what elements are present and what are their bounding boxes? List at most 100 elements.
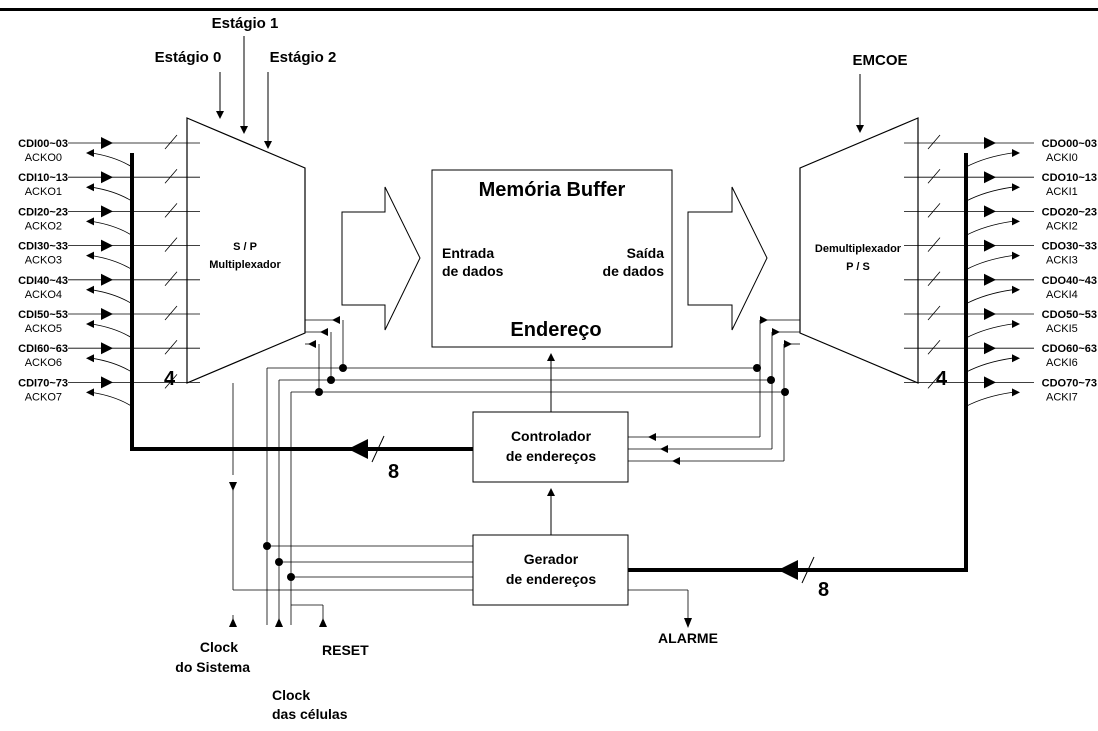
acko-arrow (86, 320, 94, 328)
acki-label: ACKI1 (1046, 186, 1078, 198)
buffer-in-2: de dados (442, 263, 504, 279)
cell-clock-label-2: das células (272, 706, 348, 722)
right-bus-slash (801, 556, 815, 584)
cdo-label: CDO20~23 (1042, 206, 1097, 218)
generator-label-2: de endereços (506, 571, 596, 587)
cdi-arrow (101, 137, 113, 149)
cdo-arrow (984, 273, 996, 286)
acko-arrow (86, 285, 94, 294)
acki-label: ACKI5 (1046, 323, 1078, 335)
acko-arrow (86, 149, 94, 157)
cdo-label: CDO50~53 (1042, 309, 1097, 321)
demultiplexer-block (799, 117, 919, 384)
acko-label: ACKO2 (25, 220, 62, 232)
acko-label: ACKO6 (25, 357, 62, 369)
acko-line (91, 323, 133, 339)
cdi-arrow (101, 205, 113, 218)
acko-label: ACKO3 (25, 255, 62, 267)
acki-arrow (1012, 251, 1020, 260)
system-clock-label-2: do Sistema (175, 659, 250, 675)
acki-line (965, 323, 1013, 339)
cdi-arrow (101, 239, 113, 252)
cdo-arrow (984, 205, 996, 218)
cdi-slash (164, 339, 178, 355)
right-junction-dots (753, 364, 789, 396)
acko-line (91, 221, 133, 236)
cdo-label: CDO70~73 (1042, 377, 1097, 389)
acko-label: ACKO5 (25, 323, 62, 335)
left-junction-dots (263, 364, 347, 581)
acko-line (91, 152, 133, 168)
system-clock-label-1: Clock (200, 639, 238, 655)
cdo-label: CDO60~63 (1042, 343, 1097, 355)
cdo-slash (927, 374, 941, 389)
buffer-out-2: de dados (603, 263, 665, 279)
cdo-slash (927, 271, 941, 287)
acki-label: ACKI7 (1046, 391, 1078, 403)
cdi-slash (164, 271, 178, 287)
cdo-arrow (984, 308, 996, 320)
alarm-arrow (684, 618, 692, 628)
buffer-memory-block (431, 169, 673, 348)
data-out-arrow (687, 186, 768, 331)
cdo-label: CDO00~03 (1042, 138, 1097, 150)
cdo-arrow (984, 171, 996, 184)
left-control-wiring (232, 319, 785, 625)
mux-label-2: Multiplexador (209, 259, 281, 271)
acki-line (965, 221, 1013, 236)
cdi-arrow (101, 376, 113, 389)
buffer-address: Endereço (510, 319, 601, 341)
acki-arrow (1012, 354, 1020, 363)
acko-line (91, 255, 133, 270)
address-generator-block (472, 534, 629, 606)
acki-arrow (1012, 217, 1020, 226)
controller-label-2: de endereços (506, 448, 596, 464)
acki-arrow (1012, 388, 1020, 397)
cdi-label: CDI20~23 (18, 206, 68, 218)
acki-line (965, 152, 1013, 168)
stage-0-label: Estágio 0 (155, 49, 222, 66)
cdi-slash (164, 134, 178, 150)
stage-1-label: Estágio 1 (212, 15, 279, 32)
cdi-slash (164, 237, 178, 252)
alarm-label: ALARME (658, 630, 718, 646)
cdi-slash (164, 203, 178, 218)
emcoe-label: EMCOE (852, 52, 907, 69)
acko-line (91, 186, 133, 202)
cdi-arrow (101, 308, 113, 320)
cdo-slash (927, 305, 941, 321)
data-in-arrow (341, 186, 421, 331)
left-control-arrows (229, 316, 340, 627)
left-bus-arrowhead (348, 439, 368, 459)
cdo-arrow (984, 137, 996, 149)
mux-label-1: S / P (233, 241, 257, 253)
acko-arrow (86, 354, 94, 363)
cdo-label: CDO40~43 (1042, 275, 1097, 287)
top-rule (0, 8, 1098, 11)
left-bus-width: 4 (164, 368, 176, 390)
cdo-slash (927, 203, 941, 218)
cdi-label: CDI50~53 (18, 309, 68, 321)
cdo-slash (927, 339, 941, 355)
acki-label: ACKI2 (1046, 220, 1078, 232)
acki-arrow (1012, 320, 1020, 328)
cdi-slash (164, 305, 178, 321)
acko-line (91, 357, 133, 373)
cdi-label: CDI10~13 (18, 172, 68, 184)
right-control-arrows (648, 316, 792, 465)
acko-label: ACKO1 (25, 186, 62, 198)
cdi-arrow (101, 342, 113, 355)
acki-label: ACKI4 (1046, 289, 1078, 301)
acki-line (965, 357, 1013, 373)
address-controller-block (472, 411, 629, 483)
right-bus (628, 153, 968, 572)
right-bus-width: 4 (936, 368, 948, 390)
